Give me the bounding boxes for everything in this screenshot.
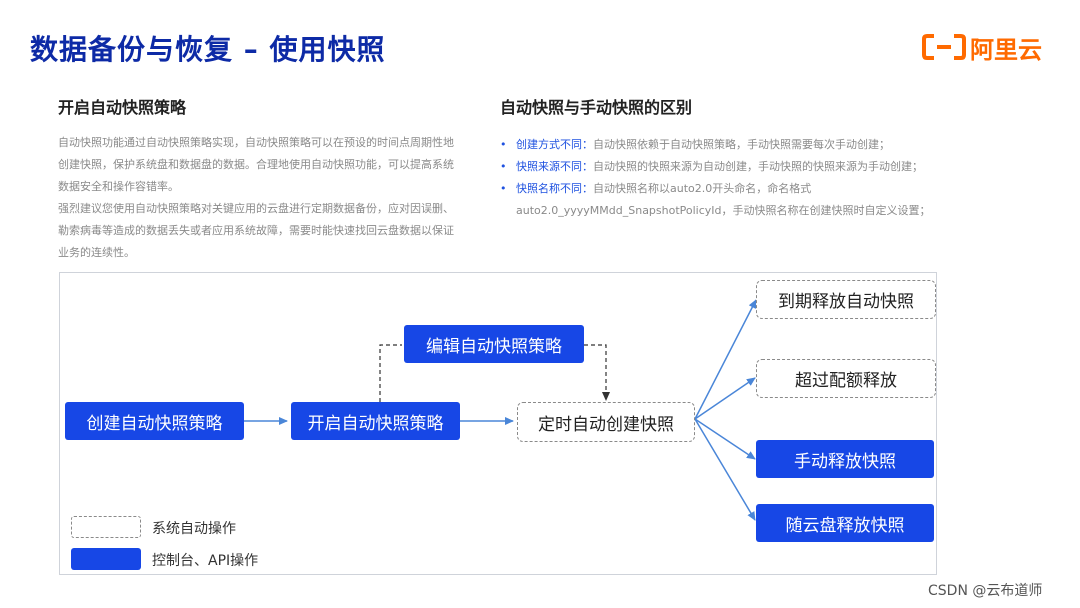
section-title-differences: 自动快照与手动快照的区别 [500, 98, 693, 117]
paragraph-intro: 自动快照功能通过自动快照策略实现，自动快照策略可以在预设的时间点周期性地创建快照… [58, 136, 454, 193]
node-create-policy: 创建自动快照策略 [65, 402, 244, 440]
node-edit-policy: 编辑自动快照策略 [404, 325, 584, 363]
legend-swatch-console [71, 548, 141, 570]
difference-text: 自动快照名称以auto2.0开头命名，命名格式auto2.0_yyyyMMdd_… [516, 182, 931, 217]
logo-text: 阿里云 [970, 35, 1042, 64]
dashed-enable-to-edit [379, 344, 402, 402]
difference-item-source: • 快照来源不同：自动快照的快照来源为自动创建，手动快照的快照来源为手动创建； [500, 156, 970, 178]
snapshot-lifecycle-diagram: 创建自动快照策略 开启自动快照策略 编辑自动快照策略 定时自动创建快照 到期释放… [59, 272, 937, 575]
node-expire-release: 到期释放自动快照 [756, 280, 936, 319]
arrow-to-expire-release [694, 299, 757, 420]
arrow-to-disk-release [694, 418, 756, 521]
difference-item-creation: • 创建方式不同：自动快照依赖于自动快照策略，手动快照需要每次手动创建； [500, 134, 970, 156]
section-title-enable-policy: 开启自动快照策略 [58, 98, 187, 117]
slide-title: 数据备份与恢复 – 使用快照 [30, 33, 386, 66]
differences-list: • 创建方式不同：自动快照依赖于自动快照策略，手动快照需要每次手动创建； • 快… [500, 134, 970, 222]
node-enable-policy: 开启自动快照策略 [291, 402, 460, 440]
difference-text: 自动快照依赖于自动快照策略，手动快照需要每次手动创建； [593, 138, 890, 151]
arrow-to-manual-release [694, 418, 756, 460]
bullet-icon: • [500, 182, 507, 195]
alibaba-cloud-logo-icon [922, 34, 966, 60]
legend-label-auto: 系统自动操作 [152, 521, 236, 537]
node-scheduled-create: 定时自动创建快照 [517, 402, 695, 442]
legend-swatch-auto [71, 516, 141, 538]
node-disk-release: 随云盘释放快照 [756, 504, 934, 542]
difference-text: 自动快照的快照来源为自动创建，手动快照的快照来源为手动创建； [593, 160, 923, 173]
node-quota-release: 超过配额释放 [756, 359, 936, 398]
difference-item-naming: • 快照名称不同：自动快照名称以auto2.0开头命名，命名格式auto2.0_… [500, 178, 970, 222]
diagram-connectors [244, 299, 757, 521]
difference-key: 快照来源不同： [516, 160, 593, 173]
legend-label-console: 控制台、API操作 [152, 553, 259, 569]
node-manual-release: 手动释放快照 [756, 440, 934, 478]
difference-key: 创建方式不同： [516, 138, 593, 151]
bullet-icon: • [500, 160, 507, 173]
arrow-to-quota-release [694, 377, 756, 420]
bullet-icon: • [500, 138, 507, 151]
alibaba-cloud-logo: 阿里云 [922, 30, 1042, 64]
dashed-edit-to-scheduled [584, 344, 610, 401]
watermark: CSDN @云布道师 [928, 583, 1043, 599]
difference-key: 快照名称不同： [516, 182, 593, 195]
paragraph-recommendation: 强烈建议您使用自动快照策略对关键应用的云盘进行定期数据备份，应对因误删、勒索病毒… [58, 202, 454, 259]
